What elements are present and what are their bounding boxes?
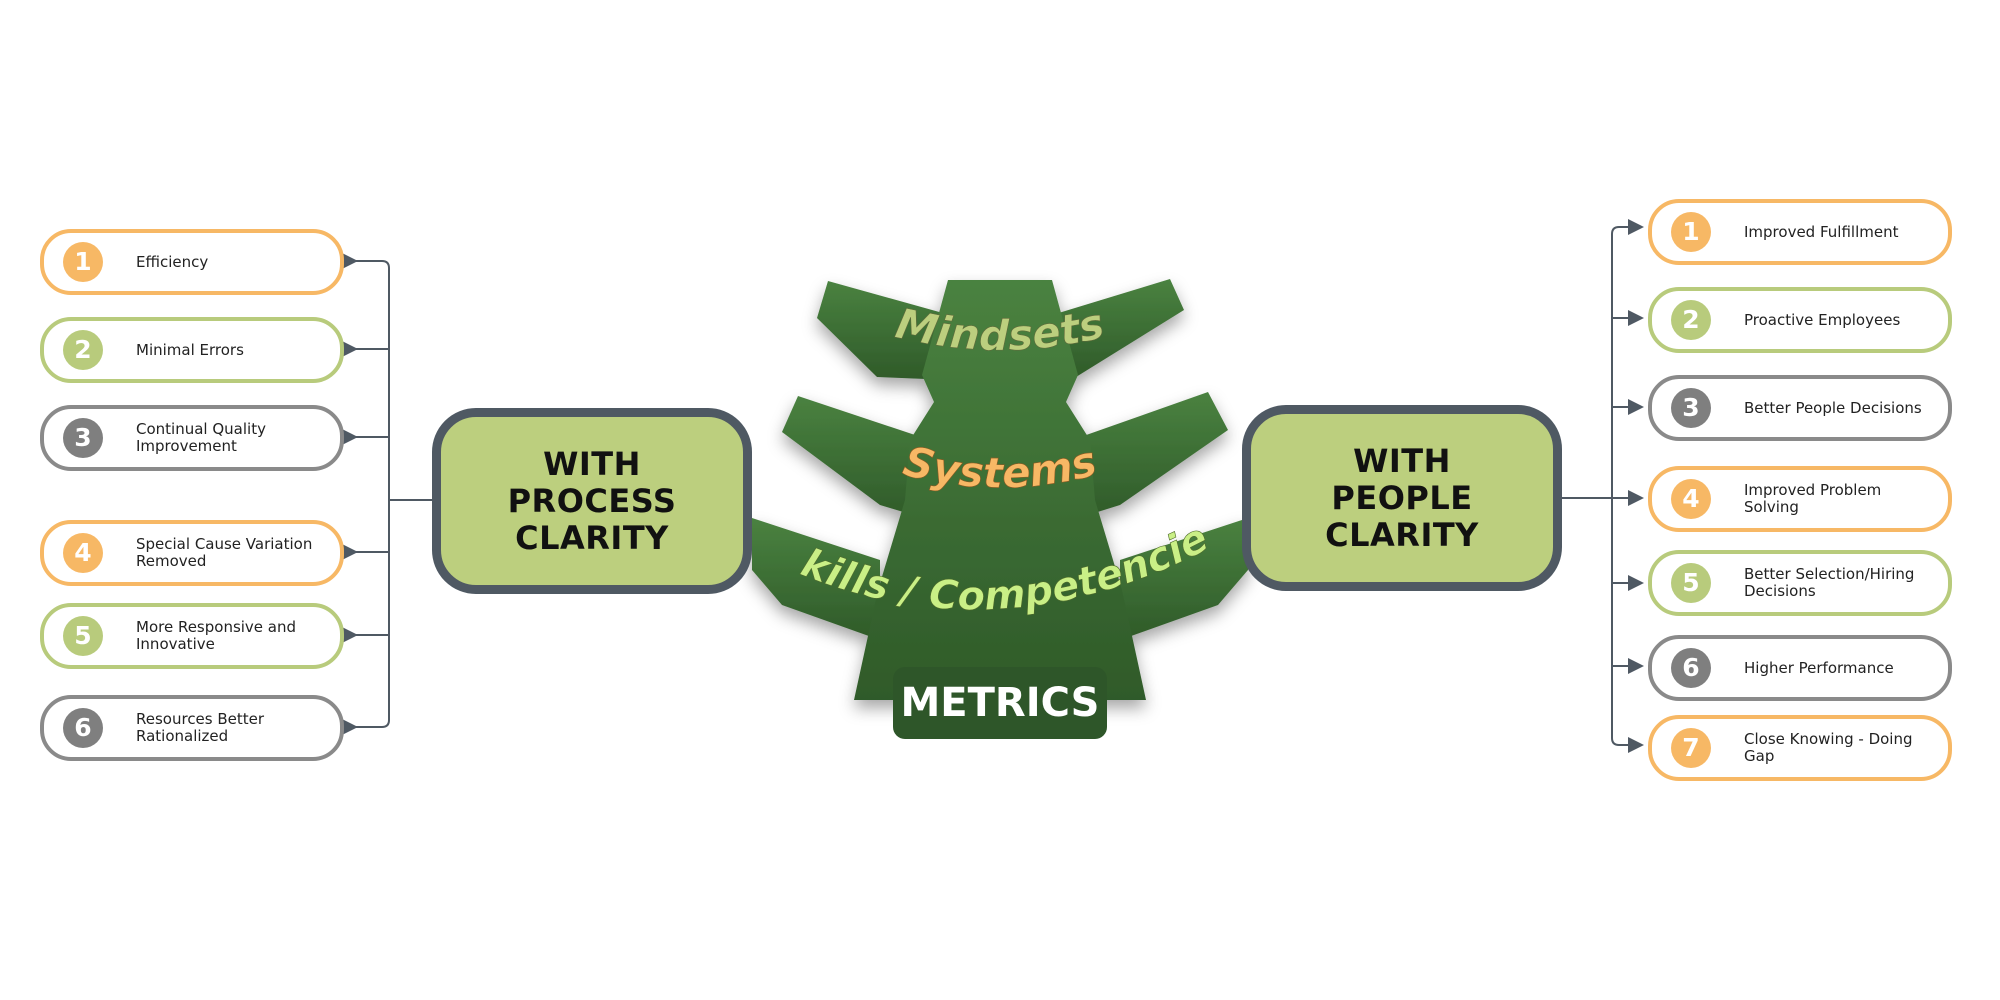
- people-clarity-title: WITH PEOPLE CLARITY: [1325, 441, 1479, 554]
- item-number-badge: 3: [1671, 388, 1711, 428]
- item-label: Close Knowing - Doing Gap: [1744, 730, 1913, 765]
- item-number-badge: 6: [1671, 648, 1711, 688]
- item-number-badge: 1: [63, 242, 103, 282]
- item-label: More Responsive and Innovative: [136, 618, 297, 653]
- item-number-badge: 4: [1671, 479, 1711, 519]
- process-benefit-item: 2 Minimal Errors: [40, 317, 344, 383]
- process-clarity-hub: WITH PROCESS CLARITY: [432, 408, 752, 594]
- item-number-badge: 3: [63, 418, 103, 458]
- item-number-badge: 1: [1671, 212, 1711, 252]
- item-number-badge: 6: [63, 708, 103, 748]
- people-benefit-item: 3 Better People Decisions: [1648, 375, 1952, 441]
- item-label: Higher Performance: [1744, 658, 1894, 677]
- item-label: Efficiency: [136, 252, 209, 271]
- tree-shape: [752, 279, 1248, 700]
- people-benefit-item: 2 Proactive Employees: [1648, 287, 1952, 353]
- item-label: Better People Decisions: [1744, 398, 1922, 417]
- people-benefit-item: 5 Better Selection/Hiring Decisions: [1648, 550, 1952, 616]
- item-number-badge: 2: [1671, 300, 1711, 340]
- people-benefit-item: 1 Improved Fulfillment: [1648, 199, 1952, 265]
- people-benefit-item: 6 Higher Performance: [1648, 635, 1952, 701]
- item-number-badge: 5: [63, 616, 103, 656]
- process-benefit-item: 5 More Responsive and Innovative: [40, 603, 344, 669]
- tier-systems-label: Systems: [899, 436, 1101, 497]
- item-label: Improved Problem Solving: [1744, 481, 1882, 516]
- item-label: Special Cause Variation Removed: [136, 535, 313, 570]
- left-spine-line: [381, 260, 390, 728]
- item-label: Continual Quality Improvement: [136, 420, 266, 455]
- item-number-badge: 7: [1671, 728, 1711, 768]
- process-benefit-item: 6 Resources Better Rationalized: [40, 695, 344, 761]
- item-label: Resources Better Rationalized: [136, 710, 265, 745]
- process-benefit-item: 4 Special Cause Variation Removed: [40, 520, 344, 586]
- item-label: Better Selection/Hiring Decisions: [1744, 565, 1915, 600]
- metrics-base-label: METRICS: [893, 667, 1107, 739]
- people-benefit-item: 7 Close Knowing - Doing Gap: [1648, 715, 1952, 781]
- item-label: Proactive Employees: [1744, 310, 1901, 329]
- right-spine-line: [1611, 226, 1620, 746]
- item-label: Minimal Errors: [136, 340, 244, 359]
- process-benefit-item: 3 Continual Quality Improvement: [40, 405, 344, 471]
- process-clarity-title: WITH PROCESS CLARITY: [507, 444, 677, 557]
- item-number-badge: 5: [1671, 563, 1711, 603]
- people-clarity-hub: WITH PEOPLE CLARITY: [1242, 405, 1562, 591]
- people-benefit-item: 4 Improved Problem Solving: [1648, 466, 1952, 532]
- item-label: Improved Fulfillment: [1744, 222, 1899, 241]
- item-number-badge: 2: [63, 330, 103, 370]
- process-benefit-item: 1 Efficiency: [40, 229, 344, 295]
- item-number-badge: 4: [63, 533, 103, 573]
